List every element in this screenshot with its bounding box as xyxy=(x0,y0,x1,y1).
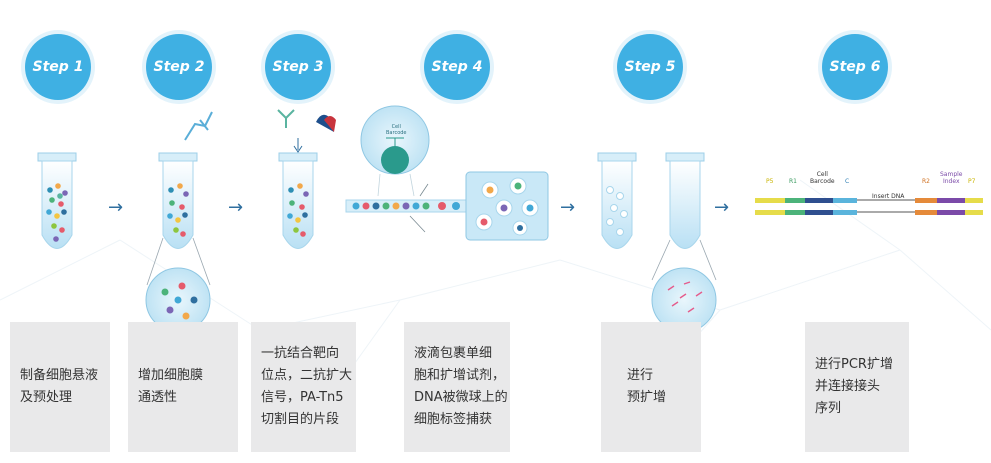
step-4-description: 液滴包裹单细胞和扩增试剂， DNA被微球上的细胞标签捕获 xyxy=(404,322,510,452)
step-5-badge: Step 5 xyxy=(617,34,683,100)
label-sample-index: Sample Index xyxy=(940,171,963,185)
step-5-description: 进行预扩增 xyxy=(601,322,701,452)
permeabilization-reagent-icon xyxy=(184,111,213,141)
step-3-badge: Step 3 xyxy=(265,34,331,100)
antibody-icon xyxy=(277,109,295,128)
library-construct xyxy=(755,198,983,215)
arrow-icon: → xyxy=(560,197,576,218)
step-2-description: 增加细胞膜通透性 xyxy=(128,322,238,452)
step-2-badge: Step 2 xyxy=(146,34,212,100)
microfluidic-channel xyxy=(345,171,549,241)
step-6-badge: Step 6 xyxy=(822,34,888,100)
label-c: C xyxy=(845,178,850,185)
label-insert-dna: Insert DNA xyxy=(872,193,905,200)
label-r2: R2 xyxy=(922,178,930,185)
tube-5b xyxy=(651,152,717,333)
step-1-badge: Step 1 xyxy=(25,34,91,100)
arrow-icon: → xyxy=(228,197,244,218)
barcoded-bead-droplet xyxy=(360,105,430,197)
tube-1 xyxy=(37,152,77,249)
tube-5a xyxy=(597,152,637,249)
label-r1: R1 xyxy=(789,178,797,185)
label-p7: P7 xyxy=(968,178,976,185)
label-p5: P5 xyxy=(766,178,774,185)
label-cell-barcode: Cell Barcode xyxy=(810,171,835,185)
tube-2 xyxy=(145,152,211,333)
arrow-icon: → xyxy=(714,197,730,218)
step-4-badge: Step 4 xyxy=(424,34,490,100)
step-1-description: 制备细胞悬液及预处理 xyxy=(10,322,110,452)
bead-label: Cell Barcode xyxy=(386,124,407,136)
step-6-description: 进行PCR扩增并连接接头 序列 xyxy=(805,322,909,452)
pa-tn5-icon xyxy=(316,114,336,132)
tube-3 xyxy=(278,138,318,249)
arrow-icon: → xyxy=(108,197,124,218)
